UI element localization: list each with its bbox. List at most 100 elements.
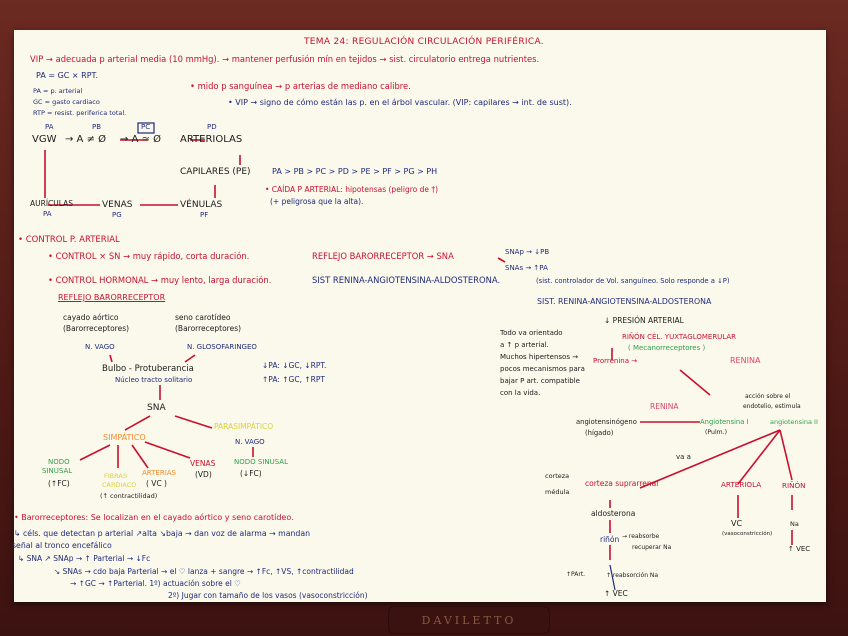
renina-note-4: pocos mecanismos para	[500, 365, 585, 373]
angiotensina-1: Angiotensina I	[700, 418, 749, 426]
vasoconstriccion: (vasoconstricción)	[722, 531, 773, 537]
baro-line-1: • Barorreceptores: Se localizan en el ca…	[14, 513, 294, 522]
pa-formula: PA = GC × RPT.	[36, 71, 99, 80]
nodo-sinusal-2: NODO SINUSAL	[234, 458, 289, 466]
label-pa-2: PA	[43, 210, 52, 218]
seno: seno carotídeo	[175, 313, 231, 322]
node-vgw: VGW	[32, 134, 57, 145]
baro-line-6: → ↑GC → ↑Parterial. 1º) actuación sobre …	[70, 579, 241, 588]
simpatico: SIMPÁTICO	[103, 433, 146, 442]
vd: (VD)	[195, 470, 212, 479]
n-vago-2: N. VAGO	[235, 438, 265, 446]
node-capilares: CAPILARES (PE)	[180, 167, 251, 177]
reabsorcion-na: ↑ reabsorción Na	[606, 572, 659, 579]
presion-arterial: ↓ PRESIÓN ARTERIAL	[604, 316, 684, 325]
label-pd: PD	[207, 123, 217, 131]
n-glosofaringeo: N. GLOSOFARINGEO	[187, 343, 257, 351]
reflejo-label: REFLEJO BARORRECEPTOR → SNA	[312, 251, 454, 261]
baro-heading: REFLEJO BARORRECEPTOR	[58, 293, 166, 302]
sist-label: SIST RENINA-ANGIOTENSINA-ALDOSTERONA.	[312, 275, 501, 285]
baro-line-3: señal al tronco encefálico	[12, 541, 112, 550]
vec-1: ↑ VEC	[788, 545, 811, 553]
p-art: ↑PArt.	[566, 571, 586, 578]
pressure-order: PA > PB > PC > PD > PE > PF > PG > PH	[272, 167, 438, 176]
vc-1: ( VC )	[146, 479, 167, 488]
rinon-3: RIÑÓN	[782, 481, 806, 490]
seno-sub: (Barorreceptores)	[175, 324, 242, 333]
node-venas: VENAS	[102, 200, 133, 210]
sinusal-1: SINUSAL	[42, 467, 73, 475]
renina-note-2: a ↑ p arterial.	[500, 341, 549, 349]
sna-s: SNAs → ↑PA	[505, 264, 548, 272]
n-vago: N. VAGO	[85, 343, 115, 351]
renina-heading: SIST. RENINA-ANGIOTENSINA-ALDOSTERONA	[537, 297, 712, 306]
plaque-label: DAVILETTO	[421, 614, 517, 627]
venas-baro: VENAS	[190, 459, 216, 468]
notes-sheet	[14, 30, 826, 602]
side-note-2: endotelio, estimula	[743, 403, 801, 410]
cayado-sub: (Barorreceptores)	[63, 324, 130, 333]
recuperar: recuperar Na	[632, 544, 672, 551]
baro-line-2: ↳ céls. que detectan p arterial ↗alta ↘b…	[14, 529, 311, 538]
caida-line-2: (+ peligrosa que la alta).	[270, 197, 364, 206]
node-arteriolas: ARTERIOLAS	[180, 134, 243, 145]
renina-note-6: con la vida.	[500, 389, 541, 397]
fc-2: (↓FC)	[240, 469, 262, 478]
side-note-1: acción sobre el	[745, 393, 791, 400]
sna-p: SNAp → ↓PB	[505, 248, 550, 256]
baro-line-5: ↘ SNAs → cdo baja Parterial → el ♡ lanza…	[54, 567, 354, 576]
control-nervioso: • CONTROL × SN → muy rápido, corta durac…	[48, 251, 250, 261]
fc-1: (↑FC)	[48, 479, 70, 488]
sist-note: (sist. controlador de Vol. sanguíneo. So…	[536, 277, 730, 285]
reabsorbe: → reabsorbe	[622, 533, 660, 540]
label-pg: PG	[112, 211, 122, 219]
gc-definition: GC = gasto cardiaco	[33, 98, 100, 106]
rinon-yuxta: RIÑÓN CÉL. YUXTAGLOMERULAR	[622, 333, 737, 341]
sna-node: SNA	[147, 403, 166, 413]
angiotensinogeno: angiotensinógeno	[576, 418, 637, 426]
vip-line: VIP → adecuada p arterial media (10 mmHg…	[30, 54, 540, 64]
mecanorreceptores: ( Mecanorreceptores )	[628, 344, 706, 352]
label-pc: PC	[141, 123, 151, 131]
vip-line-2: • VIP → signo de cómo están las p. en el…	[228, 98, 572, 107]
control-heading: • CONTROL P. ARTERIAL	[18, 235, 120, 245]
renina-note-1: Todo va orientado	[500, 329, 563, 337]
renina-note-5: bajar P art. compatible	[500, 377, 580, 385]
renina-word: RENINA	[730, 356, 761, 365]
dpa-effect: ↓PA: ↓GC, ↓RPT.	[262, 361, 327, 370]
baro-line-7: 2º) Jugar con tamaño de los vasos (vasoc…	[168, 591, 368, 600]
vec-2: ↑ VEC	[604, 589, 628, 598]
mido-line: • mido p sanguínea → p arterias de media…	[190, 81, 411, 91]
desk-plaque: DAVILETTO	[388, 606, 550, 634]
prorrenina: Prorrenina →	[593, 357, 638, 365]
contractilidad: (↑ contractilidad)	[100, 492, 158, 500]
node-a1: → A ≠ Ø	[65, 134, 107, 145]
node-venulas: VÉNULAS	[180, 200, 223, 210]
nodo-1: NODO	[48, 458, 70, 466]
label-pf: PF	[200, 211, 209, 219]
renina-2: RENINA	[650, 402, 679, 411]
medula-label: médula	[545, 488, 570, 496]
corteza-suprarrenal: corteza suprarrenal	[585, 479, 659, 488]
arterias: ARTERIAS	[142, 469, 177, 477]
pa-definition: PA = p. arterial	[33, 87, 83, 95]
rtp-definition: RTP = resist. periferica total.	[33, 109, 127, 117]
corteza-label: corteza	[545, 472, 570, 480]
aldosterona: aldosterona	[591, 509, 636, 518]
label-pb: PB	[92, 123, 102, 131]
vc-renina: VC	[731, 519, 743, 528]
na-label: Na	[790, 520, 799, 528]
node-auriculas: AURÍCULAS	[30, 199, 74, 208]
cayado: cayado aórtico	[63, 313, 119, 322]
va-a: va a	[676, 453, 691, 461]
page-title: TEMA 24: REGULACIÓN CIRCULACIÓN PERIFÉRI…	[304, 37, 544, 47]
baro-line-4: ↳ SNA ↗ SNAp → ↑ Parterial → ↓Fc	[18, 554, 151, 563]
renina-note-3: Muchos hipertensos →	[500, 353, 579, 361]
higado: (hígado)	[585, 429, 614, 437]
caida-line: • CAÍDA P ARTERIAL: hipotensas (peligro …	[265, 185, 439, 194]
arteriola: ARTERIOLA	[721, 480, 762, 489]
control-hormonal: • CONTROL HORMONAL → muy lento, larga du…	[48, 275, 272, 285]
parasimpatico: PARASIMPÁTICO	[214, 422, 274, 431]
rinon-2: riñón	[600, 535, 620, 544]
